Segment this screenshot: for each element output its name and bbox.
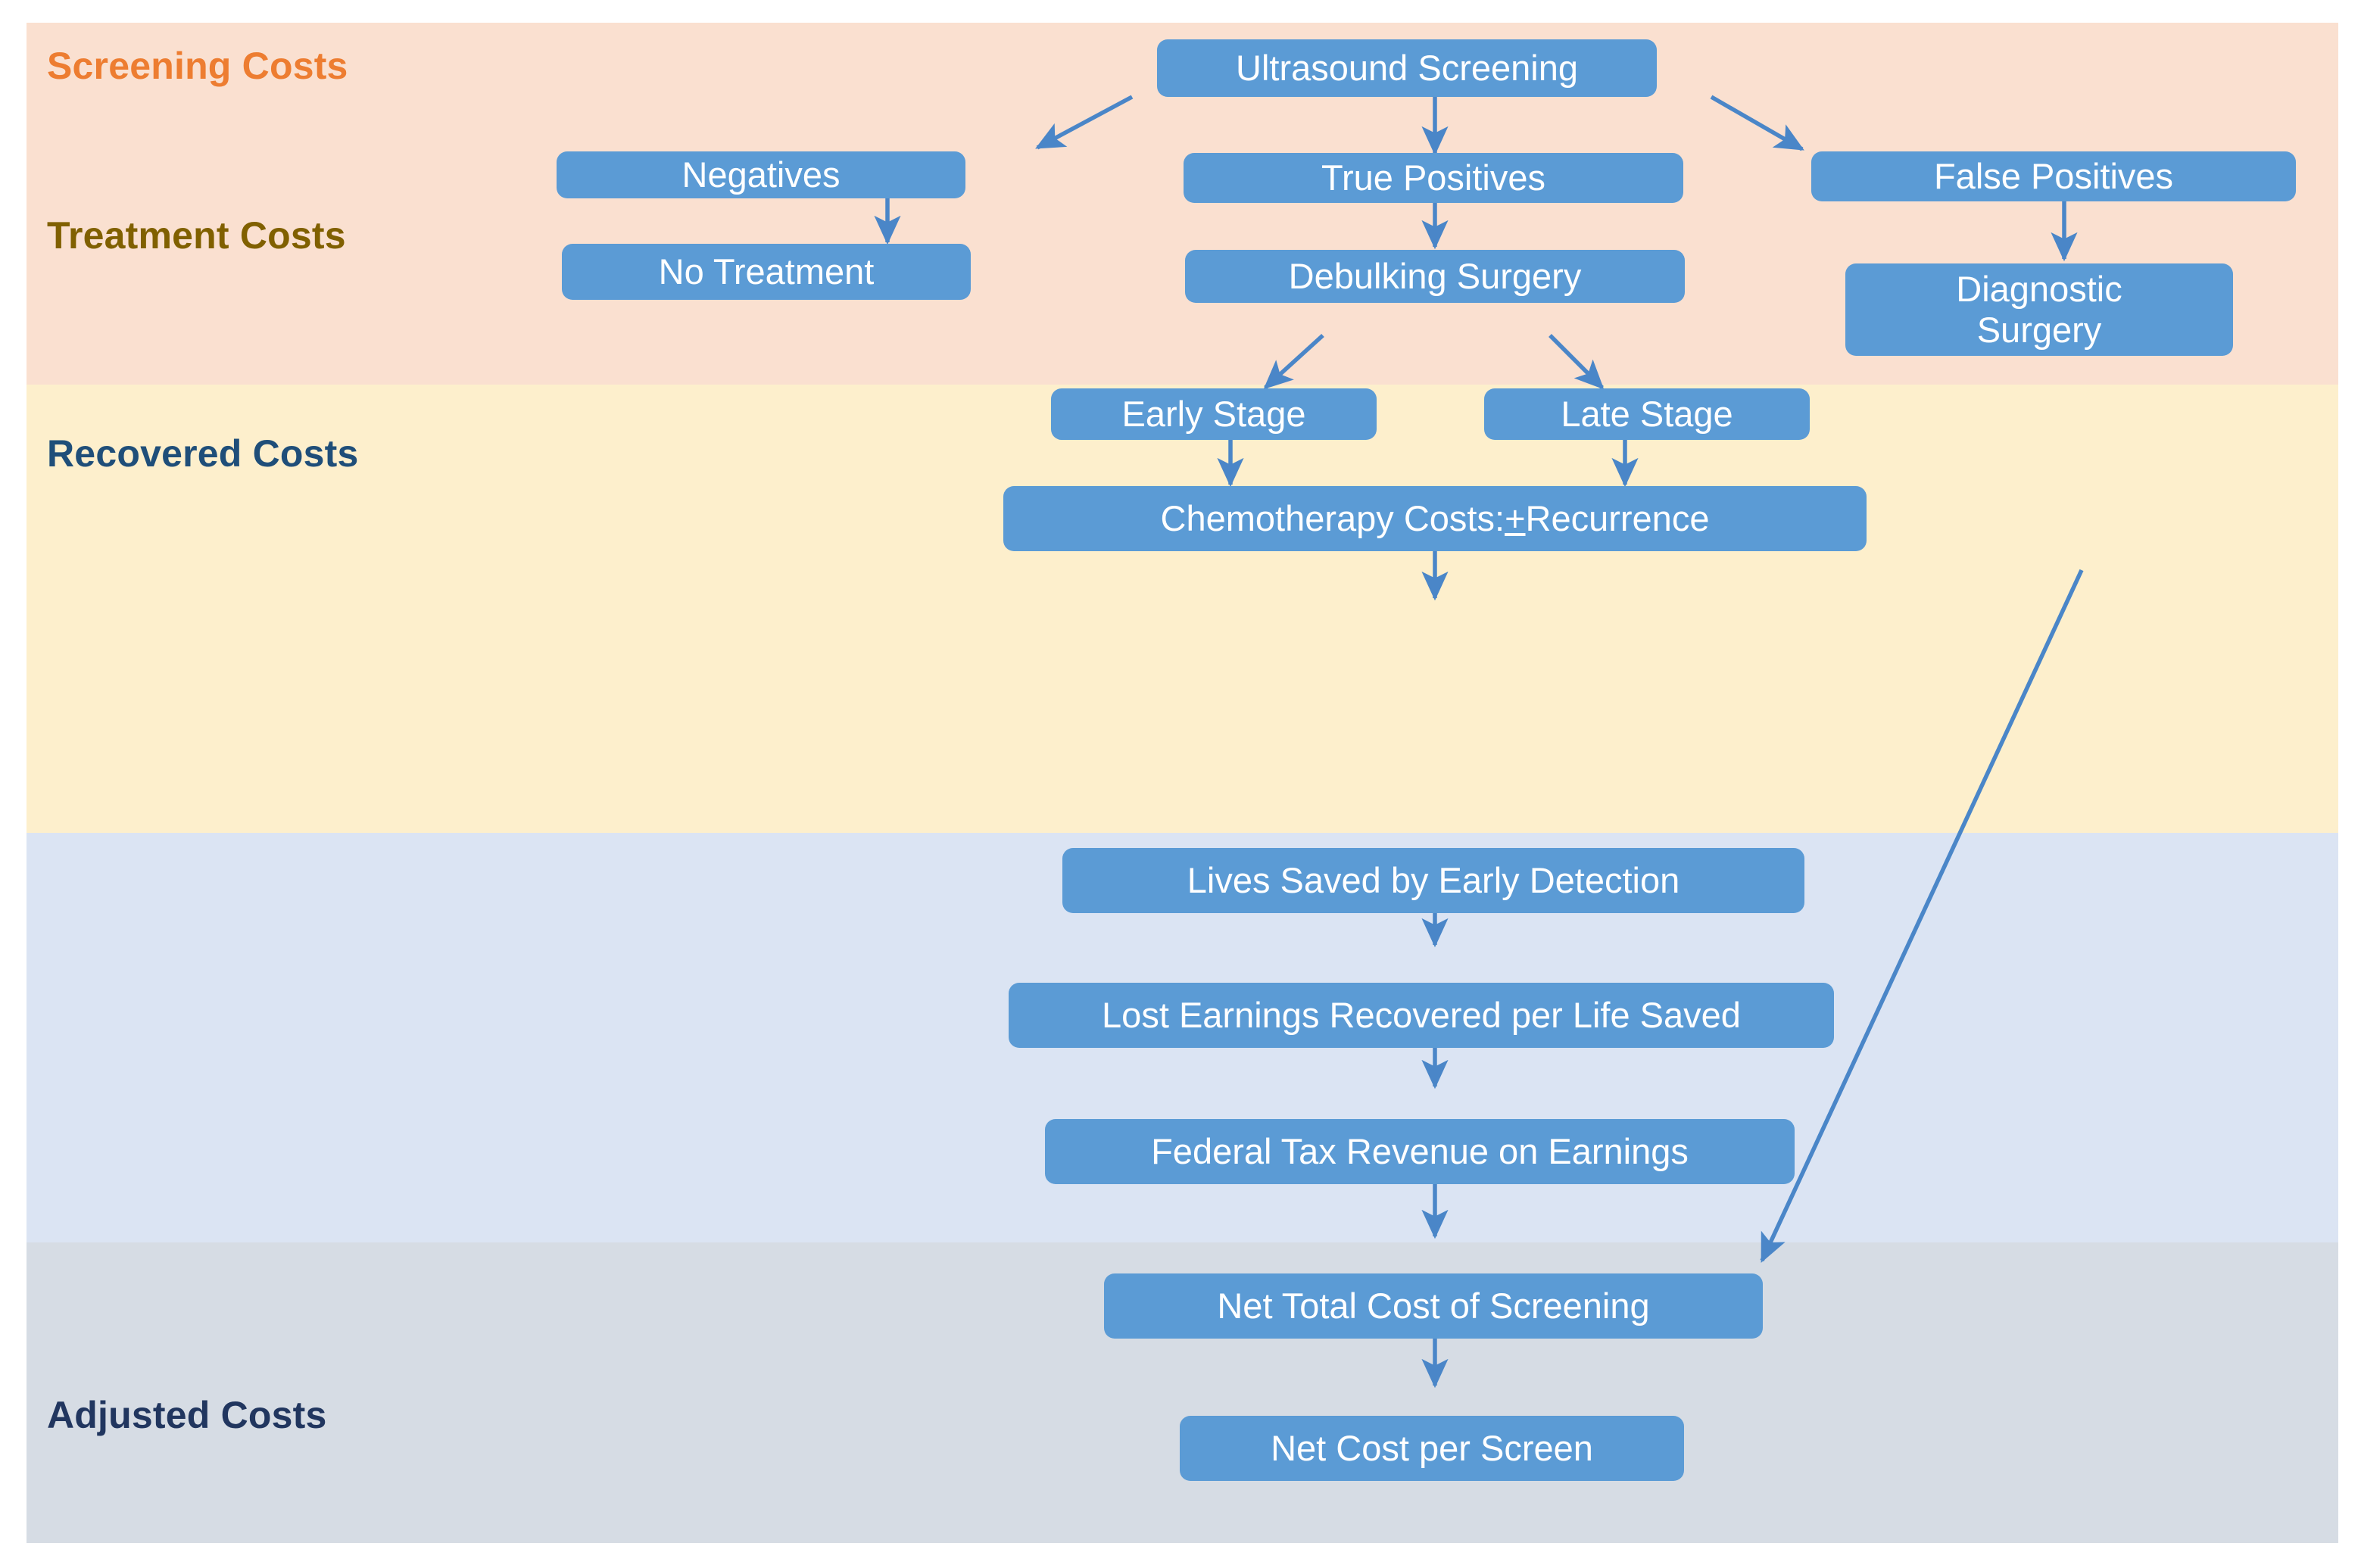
node-lost-earnings[interactable]: Lost Earnings Recovered per Life Saved	[1009, 983, 1834, 1048]
node-false-positives[interactable]: False Positives	[1811, 151, 2296, 201]
chemotherapy-label-suffix: Recurrence	[1525, 497, 1710, 538]
node-net-cost-per-screen[interactable]: Net Cost per Screen	[1180, 1416, 1684, 1481]
node-federal-tax-revenue[interactable]: Federal Tax Revenue on Earnings	[1045, 1119, 1795, 1184]
node-chemotherapy-costs[interactable]: Chemotherapy Costs: + Recurrence	[1003, 486, 1867, 551]
flowchart-canvas: Screening Costs Treatment Costs Recovere…	[27, 23, 2338, 1543]
node-no-treatment[interactable]: No Treatment	[562, 244, 971, 300]
band-treatment	[27, 385, 2338, 833]
node-diagnostic-surgery[interactable]: Diagnostic Surgery	[1845, 263, 2233, 356]
band-label-recovered: Recovered Costs	[47, 432, 359, 475]
node-true-positives[interactable]: True Positives	[1184, 153, 1683, 203]
band-label-adjusted: Adjusted Costs	[47, 1394, 327, 1436]
chemotherapy-label-prefix: Chemotherapy Costs:	[1160, 497, 1505, 538]
node-debulking-surgery[interactable]: Debulking Surgery	[1185, 250, 1685, 303]
node-net-total-cost[interactable]: Net Total Cost of Screening	[1104, 1273, 1763, 1339]
node-diagnostic-surgery-line1: Diagnostic	[1956, 269, 2122, 310]
node-early-stage[interactable]: Early Stage	[1051, 388, 1377, 440]
band-label-screening: Screening Costs	[47, 45, 348, 87]
node-ultrasound-screening[interactable]: Ultrasound Screening	[1157, 39, 1657, 97]
node-negatives[interactable]: Negatives	[557, 151, 965, 198]
band-label-treatment: Treatment Costs	[47, 214, 346, 257]
node-late-stage[interactable]: Late Stage	[1484, 388, 1810, 440]
node-lives-saved[interactable]: Lives Saved by Early Detection	[1062, 848, 1804, 913]
node-diagnostic-surgery-line2: Surgery	[1976, 310, 2102, 350]
plus-minus-icon: +	[1505, 497, 1526, 538]
